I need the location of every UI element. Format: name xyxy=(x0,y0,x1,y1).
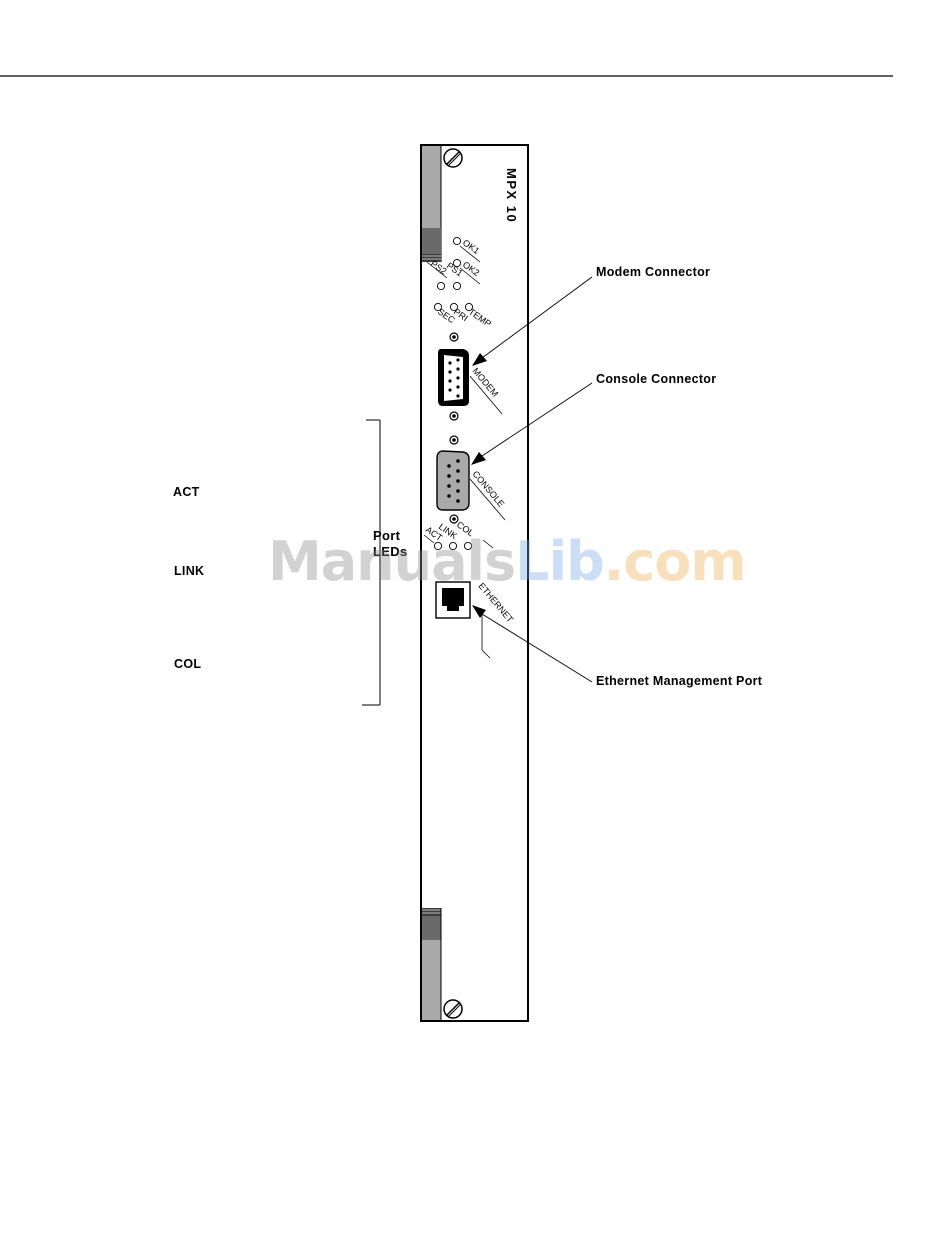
top-ejector xyxy=(422,146,441,262)
bottom-ejector xyxy=(422,908,441,1020)
ethernet-port-callout: Ethernet Management Port xyxy=(596,674,762,688)
port-led-col-label: COL xyxy=(174,657,201,671)
led-ok1 xyxy=(453,237,460,244)
port-led-link-label: LINK xyxy=(174,564,204,578)
port-leds-bracket xyxy=(362,420,380,705)
port-leds-title: Port LEDs xyxy=(373,528,407,560)
model-label: MPX 10 xyxy=(504,168,519,223)
port-leds-title-line2: LEDs xyxy=(373,544,407,560)
modem-connector-callout: Modem Connector xyxy=(596,265,710,279)
port-leds-title-line1: Port xyxy=(373,528,407,544)
top-screw xyxy=(444,149,462,167)
port-led-act-label: ACT xyxy=(173,485,200,499)
led-link xyxy=(449,542,456,549)
led-ps1 xyxy=(453,282,460,289)
led-act xyxy=(434,542,441,549)
console-connector-callout: Console Connector xyxy=(596,372,716,386)
led-ps2 xyxy=(437,282,444,289)
led-col xyxy=(464,542,471,549)
bottom-screw xyxy=(444,1000,462,1018)
